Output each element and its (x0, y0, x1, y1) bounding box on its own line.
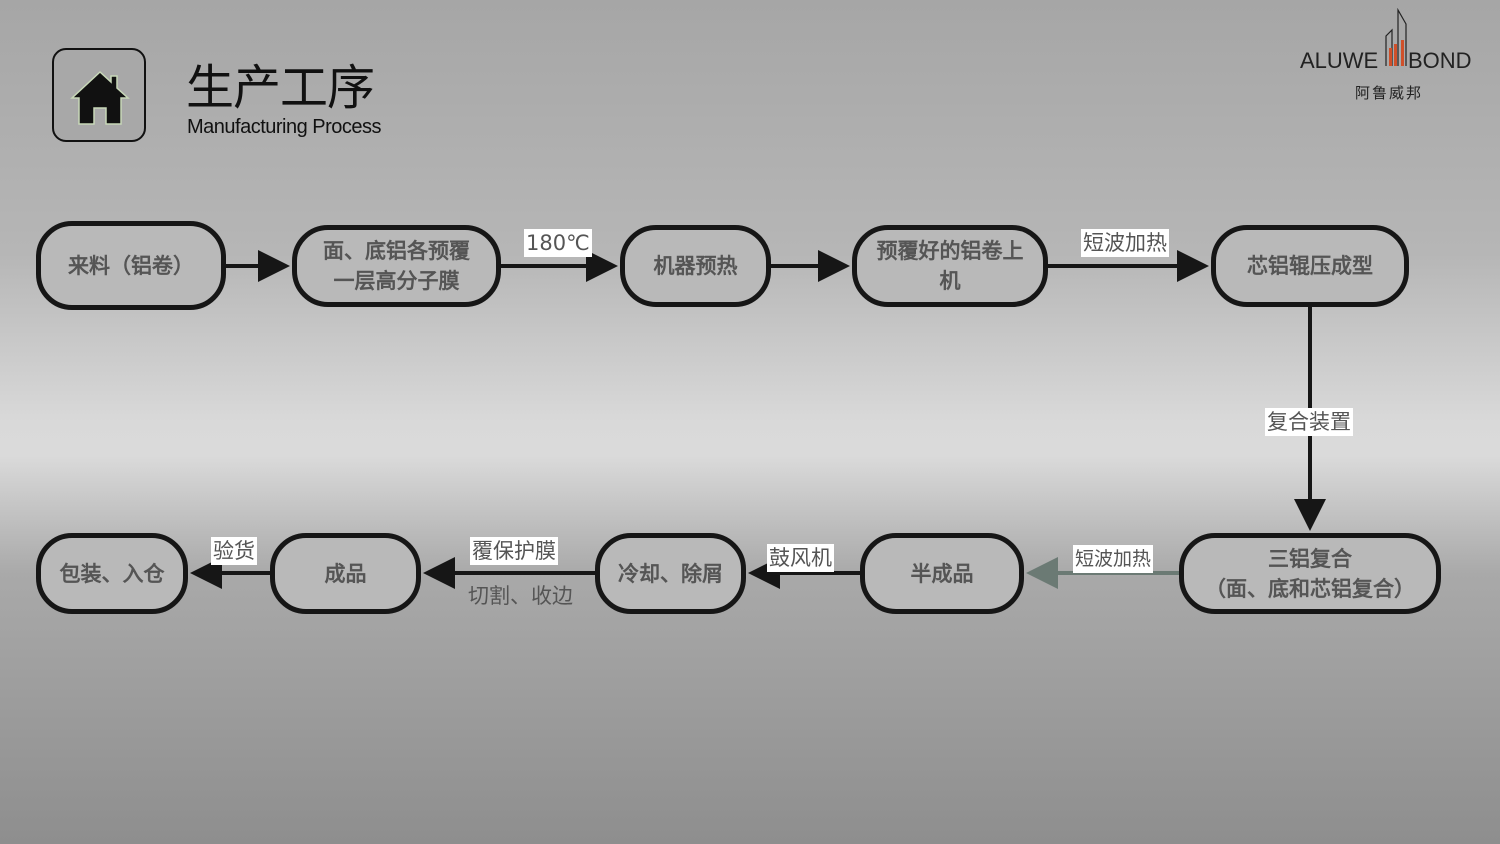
page-title: 生产工序 (186, 60, 375, 116)
label-protective-film: 覆保护膜 (470, 537, 558, 565)
company-logo: ALUWE BOND 阿鲁威邦 (1300, 8, 1480, 102)
step-core-rolling: 芯铝辊压成型 (1211, 225, 1409, 307)
logo-text-left: ALUWE (1300, 48, 1379, 73)
step-load-coil: 预覆好的铝卷上 机 (852, 225, 1048, 307)
logo-text-right: BOND (1408, 48, 1472, 73)
label-blower: 鼓风机 (767, 544, 834, 572)
home-icon (70, 70, 130, 125)
home-button[interactable] (52, 48, 146, 142)
step-raw-material: 来料（铝卷） (36, 221, 226, 310)
label-180c: 180℃ (524, 229, 592, 257)
step-cooling: 冷却、除屑 (595, 533, 746, 614)
logo-text-cn: 阿鲁威邦 (1355, 84, 1424, 102)
label-composite-device: 复合装置 (1265, 408, 1353, 436)
label-shortwave-heating-1: 短波加热 (1081, 229, 1169, 257)
step-composite: 三铝复合 （面、底和芯铝复合） (1179, 533, 1441, 614)
label-shortwave-heating-2: 短波加热 (1073, 545, 1154, 573)
step-preheat: 机器预热 (620, 225, 771, 307)
step-packing: 包装、入仓 (36, 533, 188, 614)
label-inspection: 验货 (211, 537, 257, 565)
step-semi-finished: 半成品 (860, 533, 1024, 614)
page-subtitle: Manufacturing Process (187, 116, 382, 138)
step-pre-film: 面、底铝各预覆 一层高分子膜 (292, 225, 501, 307)
label-cut-trim: 切割、收边 (468, 584, 573, 608)
step-finished: 成品 (270, 533, 421, 614)
